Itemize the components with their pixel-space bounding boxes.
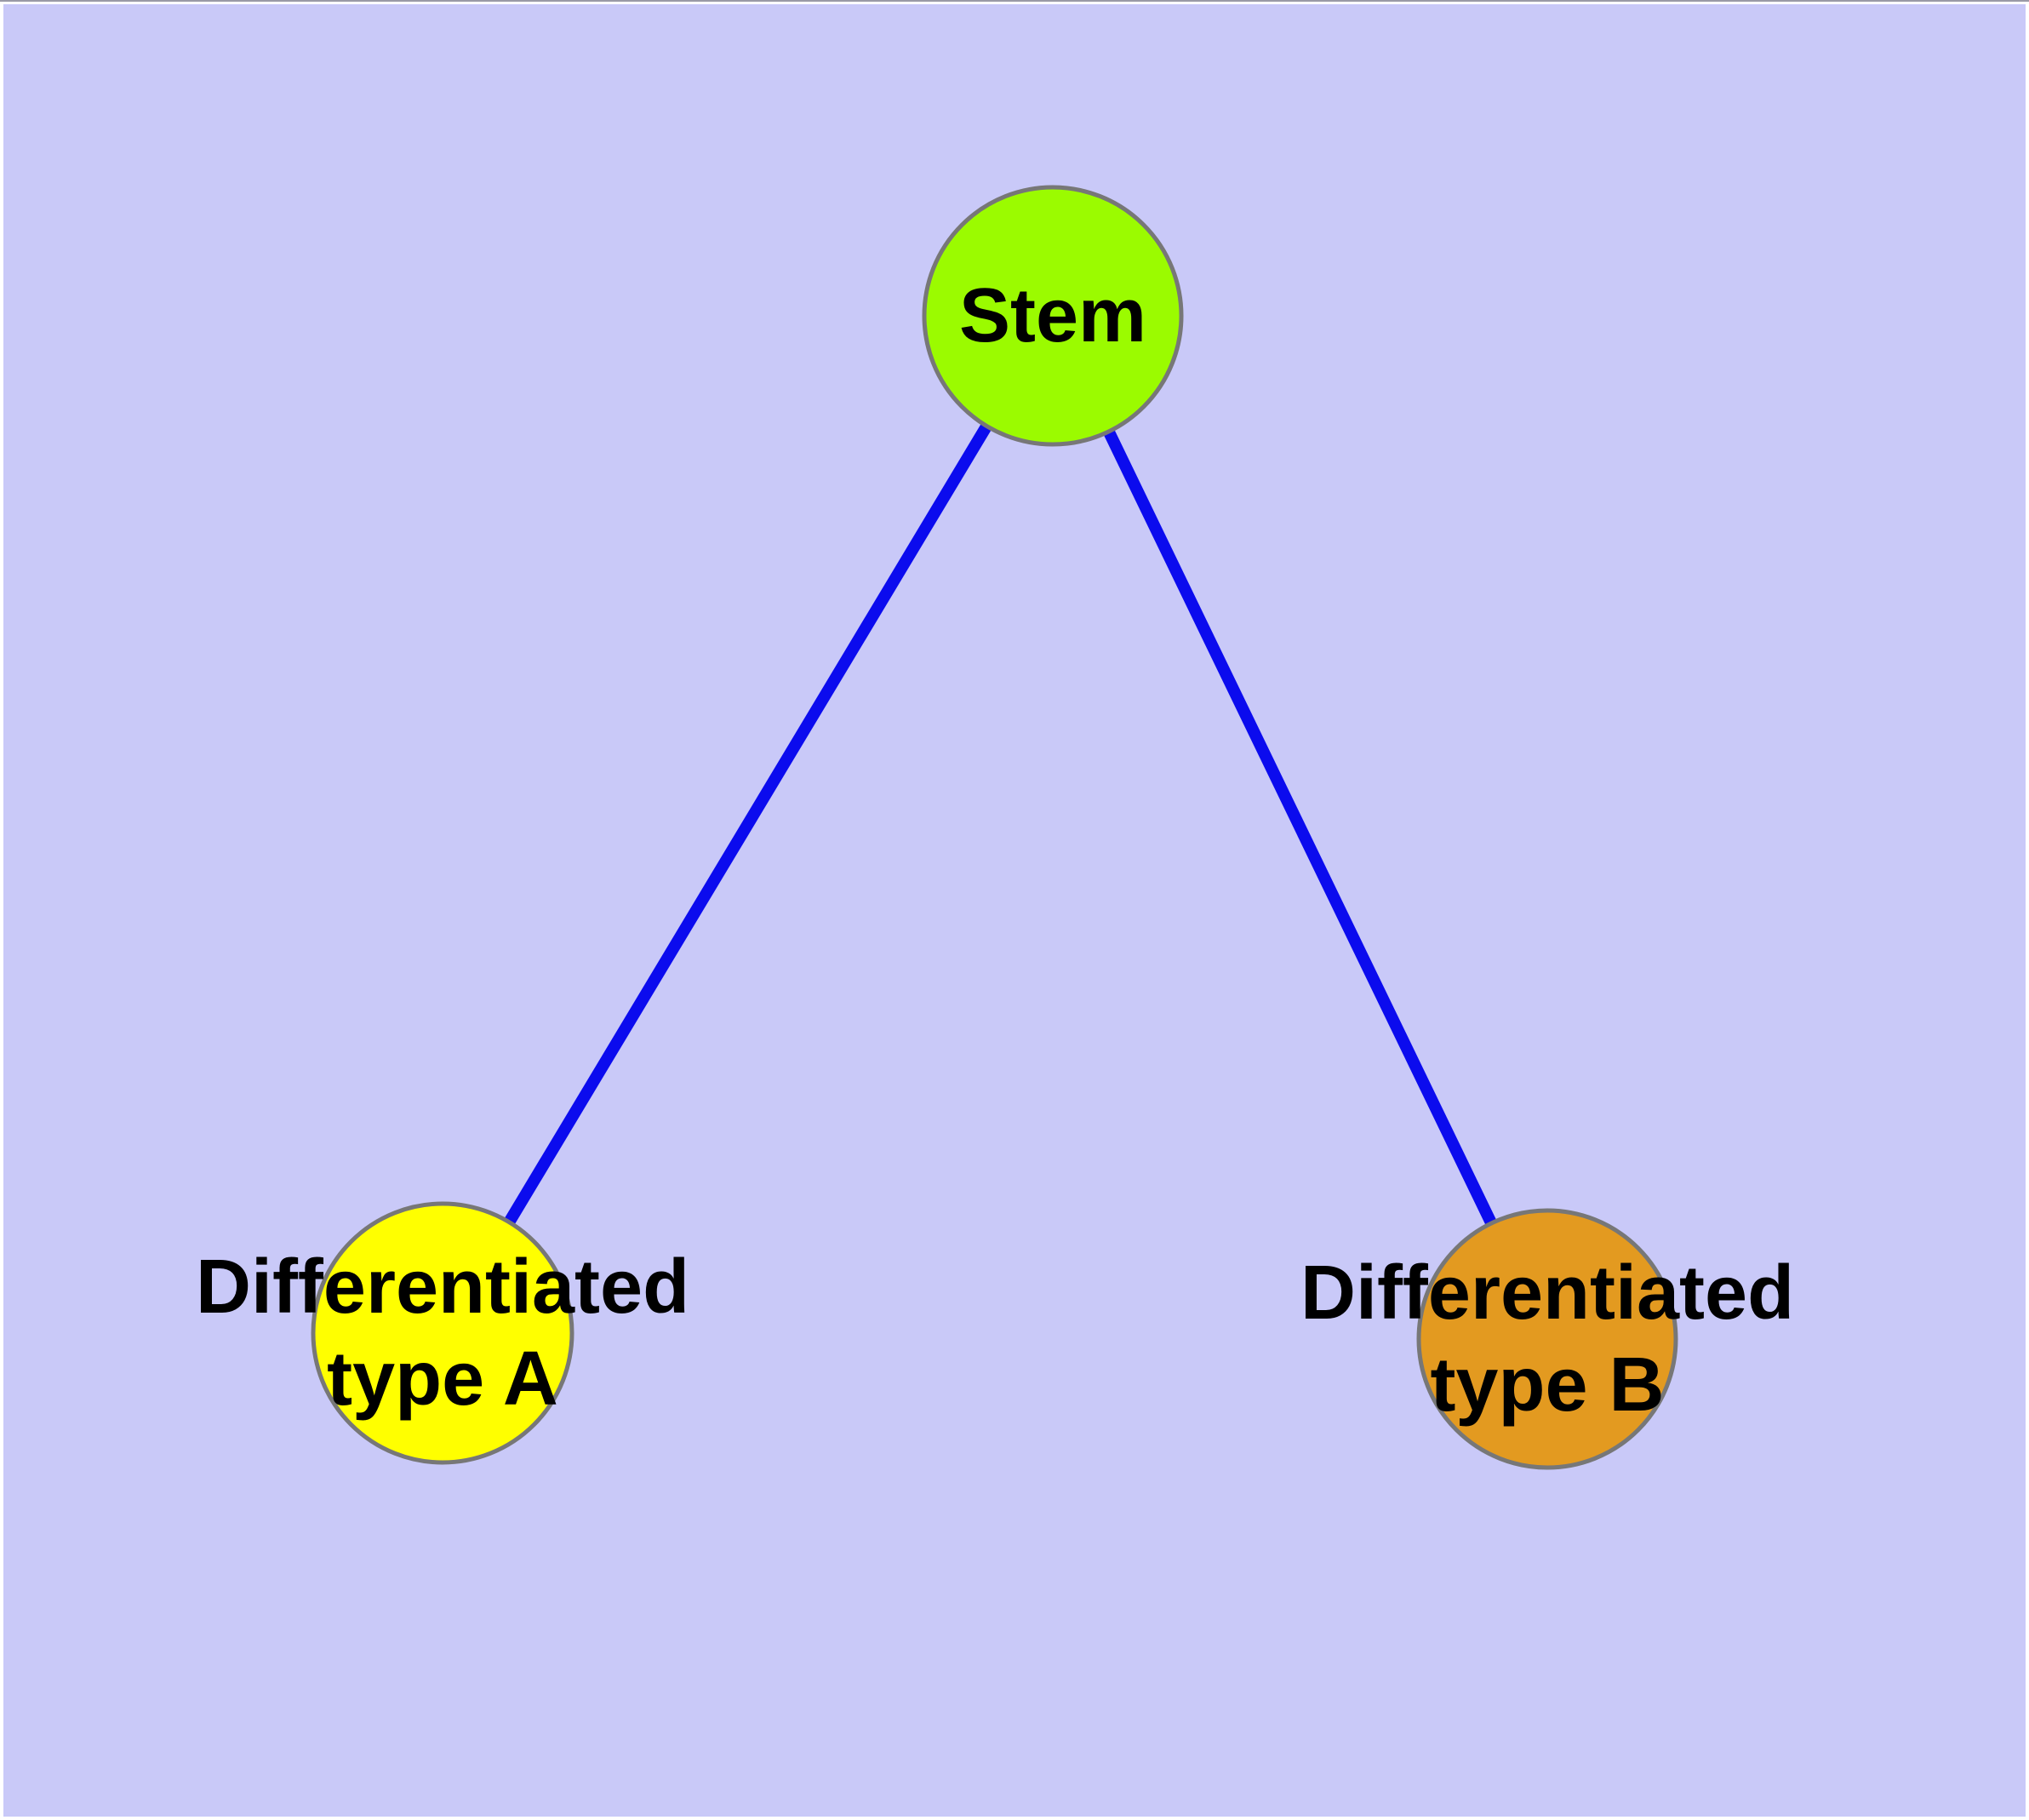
- node-stem-label: Stem: [958, 273, 1147, 358]
- edge-stem-to-type-a: [437, 312, 1059, 1336]
- node-differentiated-type-b-label: Differentiated type B: [1300, 1251, 1795, 1428]
- node-differentiated-type-a-label: Differentiated type A: [195, 1245, 690, 1422]
- edge-stem-to-type-b: [1047, 312, 1553, 1342]
- node-stem: [922, 185, 1184, 447]
- node-differentiated-type-a: [311, 1201, 574, 1465]
- node-differentiated-type-b: [1416, 1208, 1678, 1470]
- top-hairline: [0, 0, 2029, 2]
